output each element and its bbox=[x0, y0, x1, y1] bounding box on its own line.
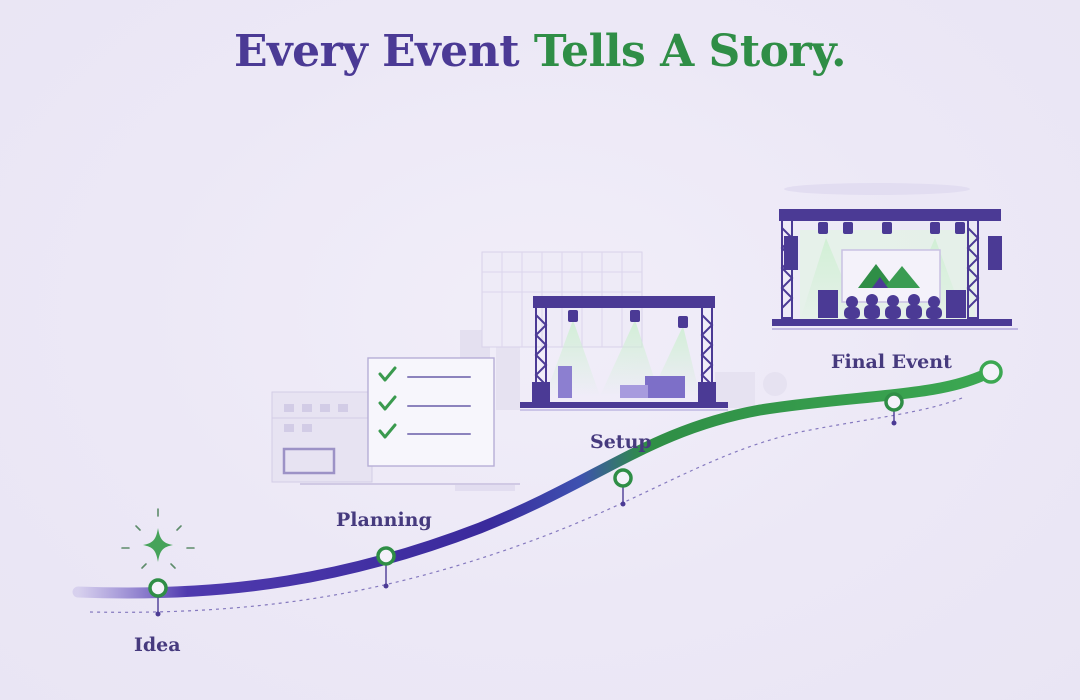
stage-label-setup: Setup bbox=[590, 431, 652, 453]
headline-part-purple: Every Event bbox=[233, 26, 520, 77]
journey-road bbox=[72, 366, 996, 599]
journey-road-shadow bbox=[89, 397, 963, 613]
sparkle-icon bbox=[121, 508, 195, 569]
stage-label-final-event: Final Event bbox=[831, 351, 952, 373]
mountain-logo-icon bbox=[858, 264, 920, 288]
final-event-illustration bbox=[772, 183, 1018, 330]
marker-setup bbox=[613, 468, 633, 507]
headline: Every Event Tells A Story. bbox=[0, 26, 1080, 77]
stage-label-planning: Planning bbox=[336, 509, 432, 531]
marker-final-event bbox=[884, 392, 904, 426]
stage-label-idea: Idea bbox=[134, 634, 181, 656]
planning-illustration bbox=[271, 330, 520, 491]
checklist-icon bbox=[378, 366, 471, 439]
marker-planning bbox=[376, 546, 396, 589]
audience-icon bbox=[844, 294, 942, 319]
marker-idea bbox=[148, 578, 168, 617]
headline-part-green: Tells A Story. bbox=[533, 26, 847, 77]
marker-end bbox=[979, 360, 1003, 384]
setup-illustration bbox=[481, 251, 787, 411]
